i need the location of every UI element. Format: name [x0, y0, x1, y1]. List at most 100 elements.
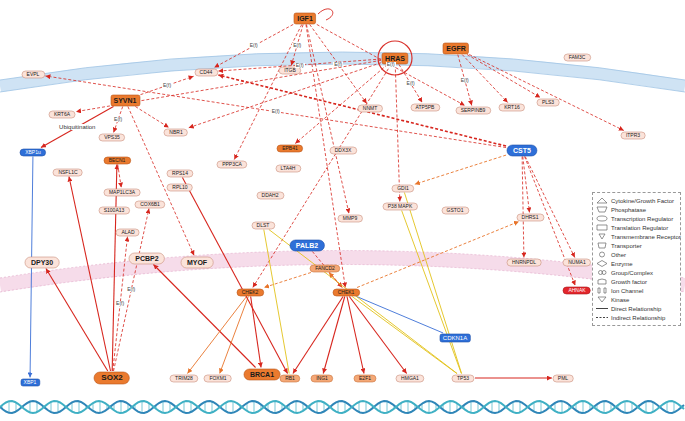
- node-outline: [252, 222, 275, 229]
- relationship-line: [140, 76, 193, 94]
- gene-node: MYOF: [181, 257, 213, 268]
- node-outline: [111, 95, 140, 106]
- gene-node: IGF1: [294, 13, 316, 24]
- node-outline: [104, 189, 140, 196]
- edge-label: E(f): [249, 43, 259, 48]
- gene-node: SYVN1: [111, 95, 140, 106]
- gene-node: COX6B1: [135, 201, 165, 208]
- legend-icon: [598, 288, 606, 293]
- gene-node: NNMT: [358, 105, 382, 112]
- dna-rung: [470, 401, 471, 413]
- nuclear-membrane-edge: [0, 251, 685, 279]
- gene-node: S100A13: [99, 207, 130, 214]
- legend-text: Indirect Relationship: [611, 315, 665, 321]
- legend-icon: [600, 252, 605, 257]
- dna-rung: [162, 401, 163, 413]
- node-outline: [49, 111, 75, 118]
- legend-icon: [598, 279, 606, 284]
- relationship-line: [269, 230, 457, 374]
- legend-text: Growth factor: [611, 279, 647, 285]
- gene-node: RPS14: [167, 170, 193, 177]
- node-label: LTA4H: [281, 166, 296, 171]
- gene-node: RB1: [280, 375, 300, 382]
- relationship-line: [291, 25, 303, 66]
- node-outline: [507, 145, 537, 156]
- legend-row: Growth factor: [596, 277, 680, 286]
- node-outline: [396, 375, 424, 382]
- dna-rung: [211, 402, 212, 413]
- edge-label: E(f): [333, 62, 343, 67]
- node-label: XBP1: [24, 380, 37, 385]
- gene-node: DDAH2: [257, 192, 284, 199]
- legend-sample: [596, 242, 608, 249]
- gene-node: MMP9: [338, 215, 362, 222]
- gene-node: CDKN1A: [440, 334, 470, 342]
- relationship-line: [214, 24, 293, 67]
- node-label: MAP1LC3A: [109, 190, 135, 195]
- relationship-line: [220, 297, 249, 374]
- gene-node: FAM3C: [564, 54, 591, 61]
- node-outline: [280, 375, 300, 382]
- node-label: EGFR: [446, 45, 465, 52]
- relationship-line: [357, 222, 519, 288]
- legend-sample: [596, 197, 608, 204]
- gene-node: P38 MAPK: [383, 203, 417, 210]
- node-label: S100A13: [104, 208, 125, 213]
- legend-row: Transporter: [596, 241, 680, 250]
- relationship-line: [253, 65, 391, 288]
- gene-node: CD44: [195, 69, 218, 76]
- legend-icon: [599, 234, 605, 239]
- relationship-line: [522, 157, 524, 258]
- node-outline: [338, 215, 362, 222]
- legend-sample: [596, 206, 608, 213]
- node-outline: [621, 132, 645, 139]
- legend-icon: [597, 198, 607, 203]
- dna-rung: [8, 401, 9, 413]
- node-outline: [383, 203, 417, 210]
- node-label: PALB2: [296, 242, 318, 249]
- relationship-line: [264, 273, 311, 288]
- legend-text: Transcription Regulator: [611, 216, 673, 222]
- gene-node: GSTO1: [442, 207, 469, 214]
- dna-helix: [0, 401, 684, 413]
- node-outline: [25, 257, 59, 268]
- node-outline: [53, 169, 82, 176]
- edge-label: E(f): [271, 109, 281, 114]
- gene-node: LTA4H: [276, 165, 301, 172]
- legend-text: Translation Regulator: [611, 225, 668, 231]
- gene-node: PCBP2: [129, 253, 164, 264]
- node-label: BRCA1: [250, 371, 274, 378]
- node-outline: [563, 259, 591, 266]
- node-label: DDAH2: [262, 193, 279, 198]
- node-outline: [20, 149, 46, 156]
- node-label: DHRS1: [522, 215, 539, 220]
- node-label: EVPL: [27, 72, 40, 77]
- node-outline: [354, 375, 376, 382]
- dna-rung: [78, 401, 79, 412]
- gene-node: CST5: [507, 145, 537, 156]
- legend-sample: [596, 224, 608, 231]
- node-label: CD44: [200, 70, 213, 75]
- node-outline: [442, 207, 469, 214]
- relationship-line: [114, 209, 149, 372]
- node-label: RB1: [285, 376, 295, 381]
- node-label: ITGB: [284, 68, 296, 73]
- node-label: CHEK1: [338, 290, 355, 295]
- legend-sample: [596, 260, 608, 267]
- dna-rung: [29, 402, 30, 413]
- dna-rung: [449, 401, 450, 413]
- node-outline: [167, 170, 193, 177]
- gene-node: CHEK1: [333, 289, 360, 296]
- gene-node: DDX3X: [330, 147, 357, 154]
- gene-node: PALB2: [290, 240, 324, 251]
- gene-node: EVPL: [22, 71, 45, 78]
- dna-rung: [141, 401, 142, 413]
- dna-rung: [274, 401, 275, 413]
- relationship-line: [114, 107, 123, 133]
- edge-label: E(f): [115, 301, 125, 306]
- legend-text: Group/Complex: [611, 270, 653, 276]
- node-outline: [440, 334, 470, 342]
- node-label: ITPR3: [626, 133, 640, 138]
- node-outline: [217, 161, 247, 168]
